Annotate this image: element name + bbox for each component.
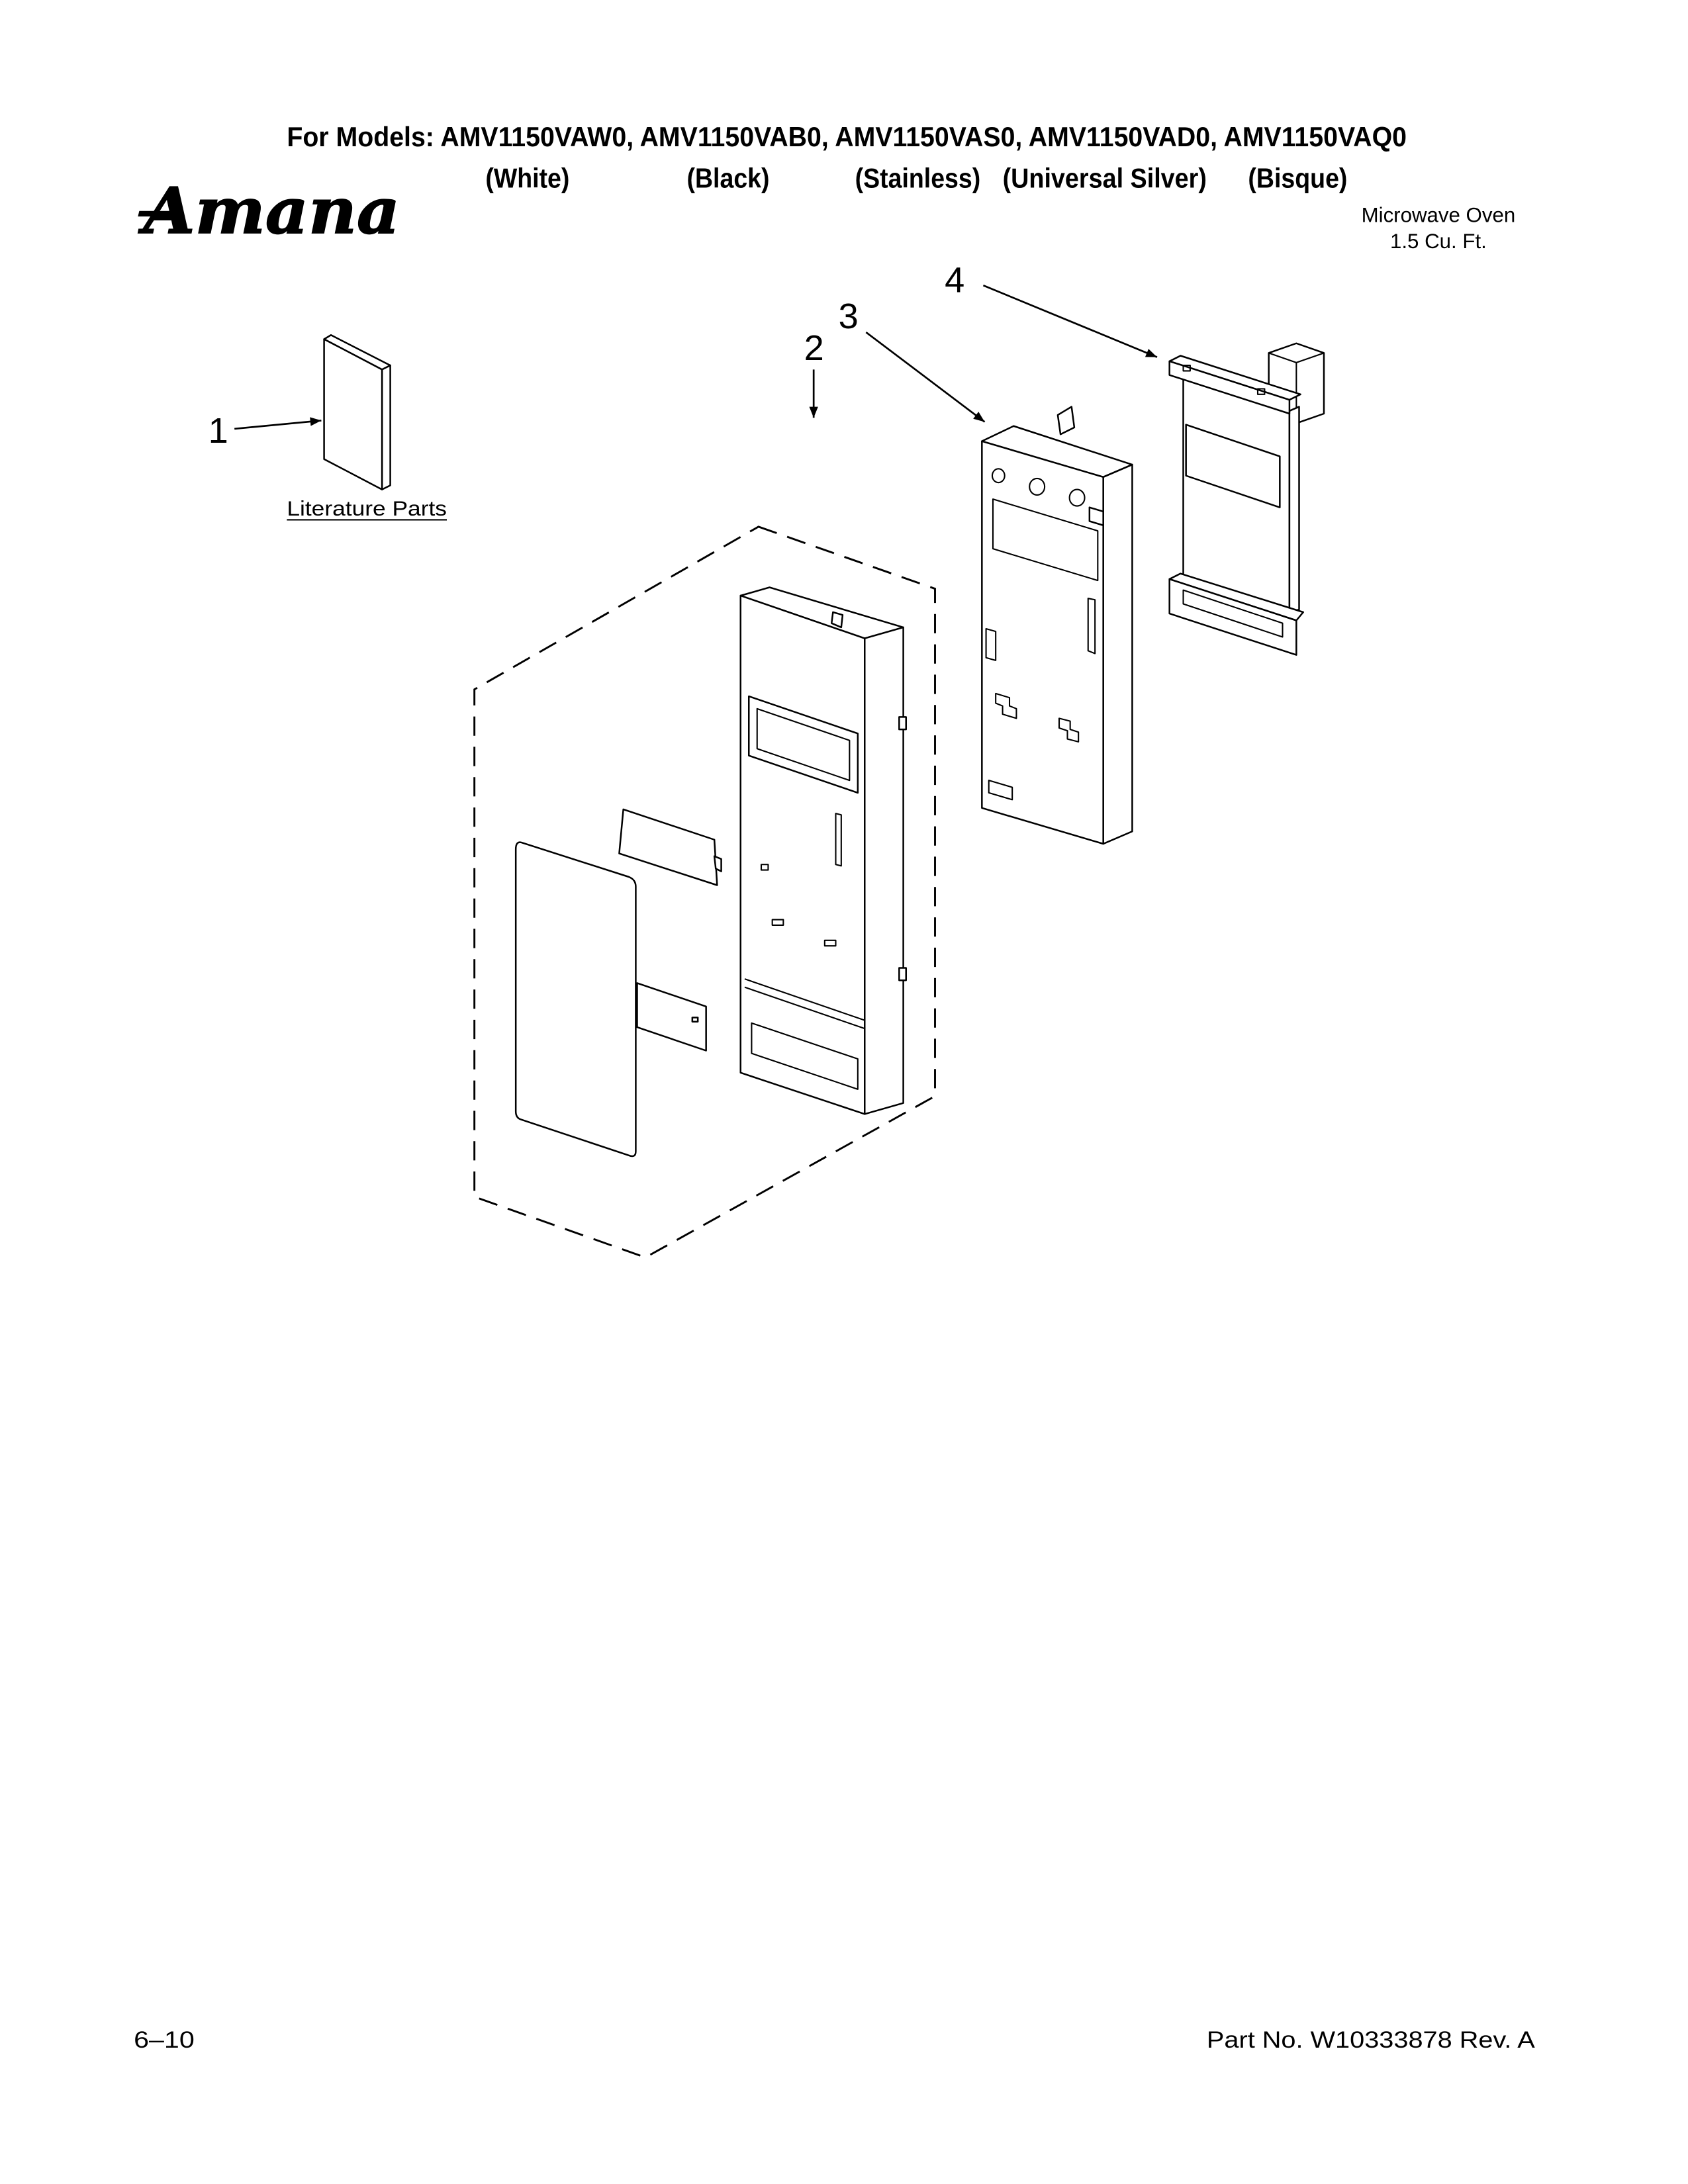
leader-4 <box>982 284 1158 358</box>
logo-swash <box>138 210 182 217</box>
control-panel-housing <box>739 586 907 1115</box>
part-number: Part No. W10333878 Rev. A <box>1207 2026 1535 2053</box>
control-board <box>1168 342 1325 656</box>
models-line: For Models: AMV1150VAW0, AMV1150VAB0, AM… <box>287 121 1407 152</box>
literature-book <box>323 334 391 490</box>
variant-stainless: (Stainless) <box>855 162 981 193</box>
product-type: Microwave Oven <box>1362 203 1516 226</box>
variant-black: (Black) <box>687 162 770 193</box>
product-capacity: 1.5 Cu. Ft. <box>1390 230 1487 253</box>
amana-logo: Amana <box>137 173 400 249</box>
logo-wordmark: Amana <box>138 173 400 248</box>
literature-parts-label: Literature Parts <box>287 497 447 520</box>
display-lens <box>618 808 722 886</box>
variant-white: (White) <box>485 162 569 193</box>
overlay-tail <box>636 982 707 1052</box>
panel-bracket <box>981 406 1133 845</box>
variant-bisque: (Bisque) <box>1248 162 1347 193</box>
callout-2: 2 <box>804 328 824 368</box>
callout-4: 4 <box>945 261 964 300</box>
callout-3: 3 <box>839 296 859 336</box>
variant-universal-silver: (Universal Silver) <box>1003 162 1207 193</box>
keypad-overlay <box>514 841 637 1158</box>
date-code: 6–10 <box>134 2026 195 2053</box>
assembly-group-outline <box>473 525 936 1259</box>
leader-3 <box>865 332 986 423</box>
callout-1: 1 <box>209 411 228 451</box>
leader-1 <box>234 417 322 430</box>
